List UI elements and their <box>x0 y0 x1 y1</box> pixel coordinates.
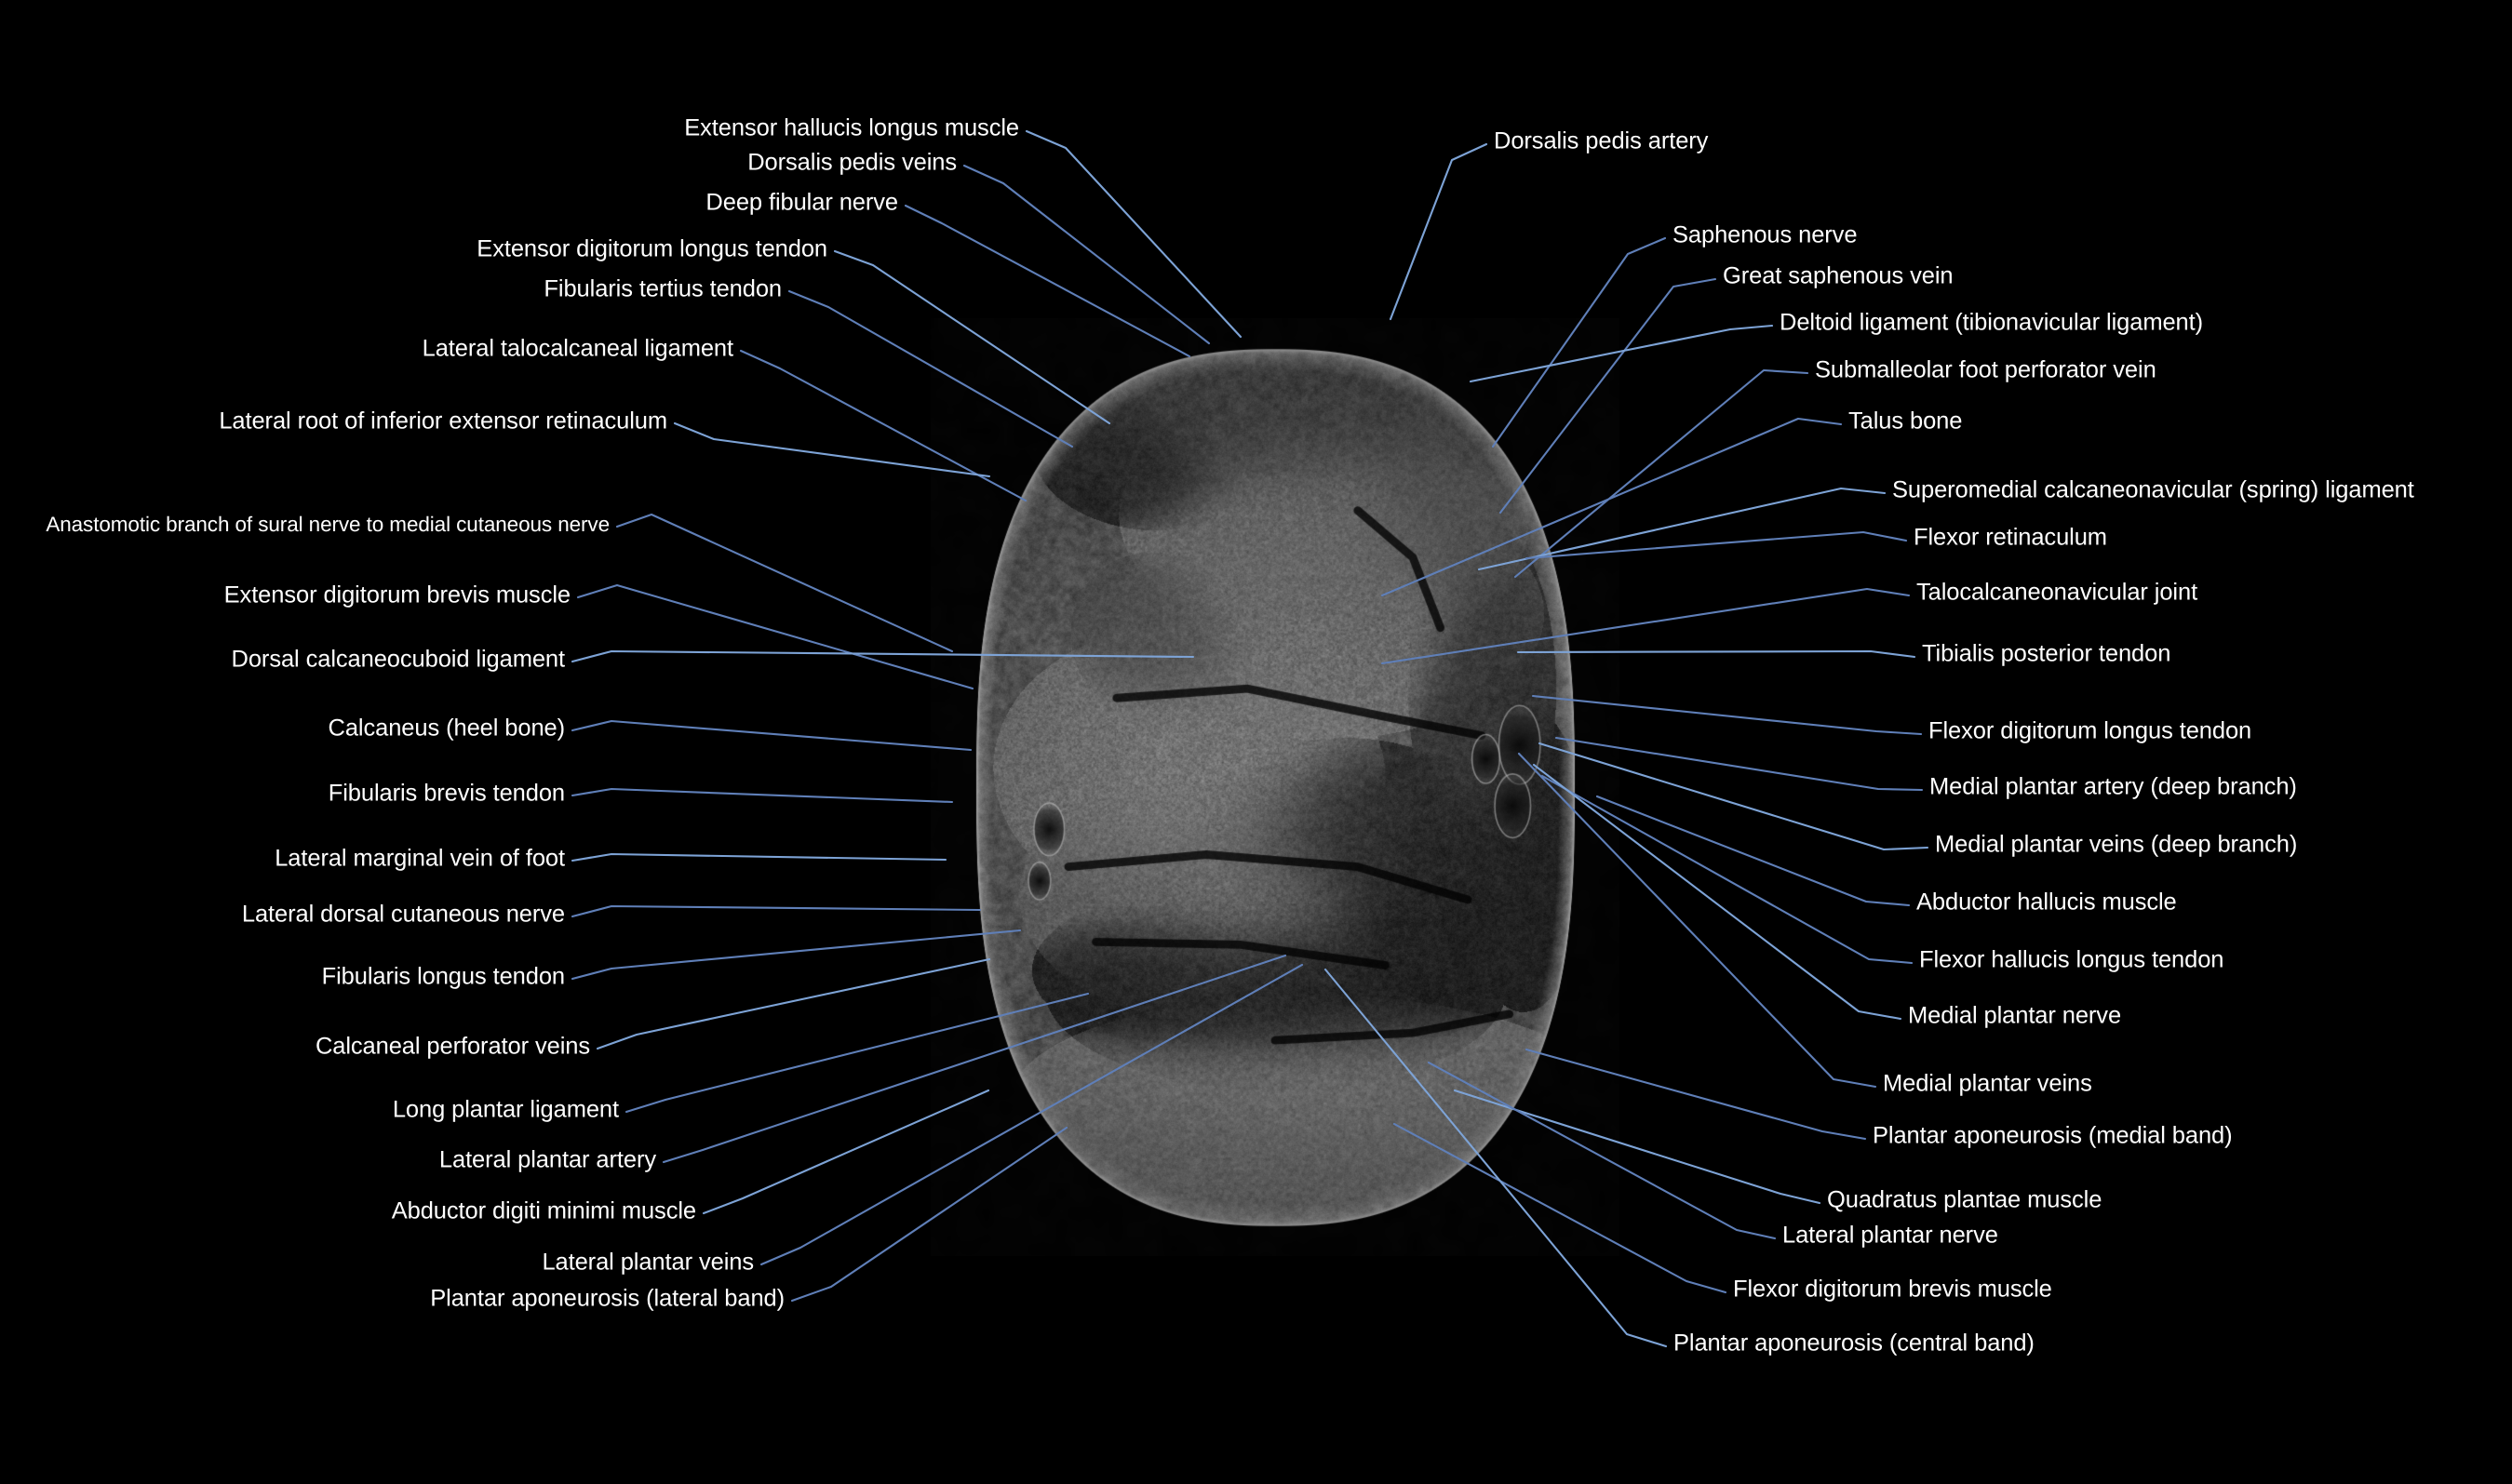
anatomy-label: Flexor digitorum longus tendon <box>1928 717 2252 744</box>
anatomy-label: Flexor hallucis longus tendon <box>1919 946 2224 973</box>
anatomy-label: Lateral root of inferior extensor retina… <box>219 408 667 435</box>
anatomy-label: Plantar aponeurosis (central band) <box>1673 1330 2035 1357</box>
anatomy-label: Medial plantar veins <box>1883 1070 2092 1097</box>
anatomy-label: Quadratus plantae muscle <box>1827 1186 2102 1213</box>
anatomy-label: Medial plantar nerve <box>1908 1002 2122 1029</box>
anatomy-label: Lateral plantar nerve <box>1782 1222 1998 1249</box>
anatomy-label: Dorsal calcaneocuboid ligament <box>231 646 566 673</box>
leader-line <box>1025 129 1243 339</box>
anatomy-label: Lateral talocalcaneal ligament <box>422 335 733 362</box>
leader-line <box>1595 795 1911 907</box>
leader-line <box>1389 142 1488 321</box>
mri-scan-image <box>931 318 1619 1256</box>
anatomy-label: Plantar aponeurosis (medial band) <box>1873 1122 2233 1149</box>
anatomy-label: Extensor hallucis longus muscle <box>684 114 1019 141</box>
anatomy-label: Great saphenous vein <box>1723 262 1954 289</box>
anatomy-label: Fibularis longus tendon <box>321 963 565 990</box>
leader-line <box>571 852 947 862</box>
anatomy-label: Talus bone <box>1848 408 1963 435</box>
anatomy-label: Medial plantar veins (deep branch) <box>1935 831 2298 858</box>
anatomy-label: Superomedial calcaneonavicular (spring) … <box>1892 476 2414 503</box>
leader-line <box>571 719 973 752</box>
anatomy-label: Lateral dorsal cutaneous nerve <box>241 901 565 928</box>
anatomy-label: Flexor retinaculum <box>1914 524 2107 551</box>
leader-line <box>962 164 1211 345</box>
anatomy-label: Extensor digitorum brevis muscle <box>223 582 571 608</box>
anatomy-label: Abductor digiti minimi muscle <box>391 1197 696 1224</box>
anatomy-label: Saphenous nerve <box>1672 221 1858 248</box>
anatomy-label: Tibialis posterior tendon <box>1922 640 2171 667</box>
anatomy-label: Long plantar ligament <box>392 1096 619 1123</box>
anatomy-label: Medial plantar artery (deep branch) <box>1929 773 2297 800</box>
anatomy-label: Dorsalis pedis artery <box>1494 127 1709 154</box>
anatomy-label: Lateral marginal vein of foot <box>275 845 565 872</box>
anatomy-label: Fibularis tertius tendon <box>544 275 782 302</box>
anatomy-label: Deep fibular nerve <box>705 189 898 216</box>
anatomy-label: Calcaneus (heel bone) <box>328 715 566 742</box>
anatomy-label: Lateral plantar artery <box>438 1146 656 1173</box>
anatomy-label: Abductor hallucis muscle <box>1916 889 2177 916</box>
leader-line <box>571 787 954 804</box>
anatomy-label: Plantar aponeurosis (lateral band) <box>430 1285 785 1312</box>
anatomy-label: Talocalcaneonavicular joint <box>1916 579 2198 606</box>
anatomy-label: Extensor digitorum longus tendon <box>477 235 827 262</box>
leader-line <box>571 904 982 918</box>
anatomy-label: Flexor digitorum brevis muscle <box>1733 1276 2052 1303</box>
anatomy-label: Calcaneal perforator veins <box>315 1033 590 1060</box>
anatomy-label: Deltoid ligament (tibionavicular ligamen… <box>1780 309 2204 336</box>
anatomy-label: Submalleolar foot perforator vein <box>1815 356 2156 383</box>
anatomy-label: Dorsalis pedis veins <box>747 149 957 176</box>
leader-line <box>615 513 954 653</box>
anatomy-label: Anastomotic branch of sural nerve to med… <box>46 512 610 536</box>
mri-scan-panel <box>931 318 1619 1256</box>
leader-line <box>576 583 974 690</box>
anatomy-label: Fibularis brevis tendon <box>328 780 565 807</box>
anatomy-label: Lateral plantar veins <box>542 1249 754 1276</box>
